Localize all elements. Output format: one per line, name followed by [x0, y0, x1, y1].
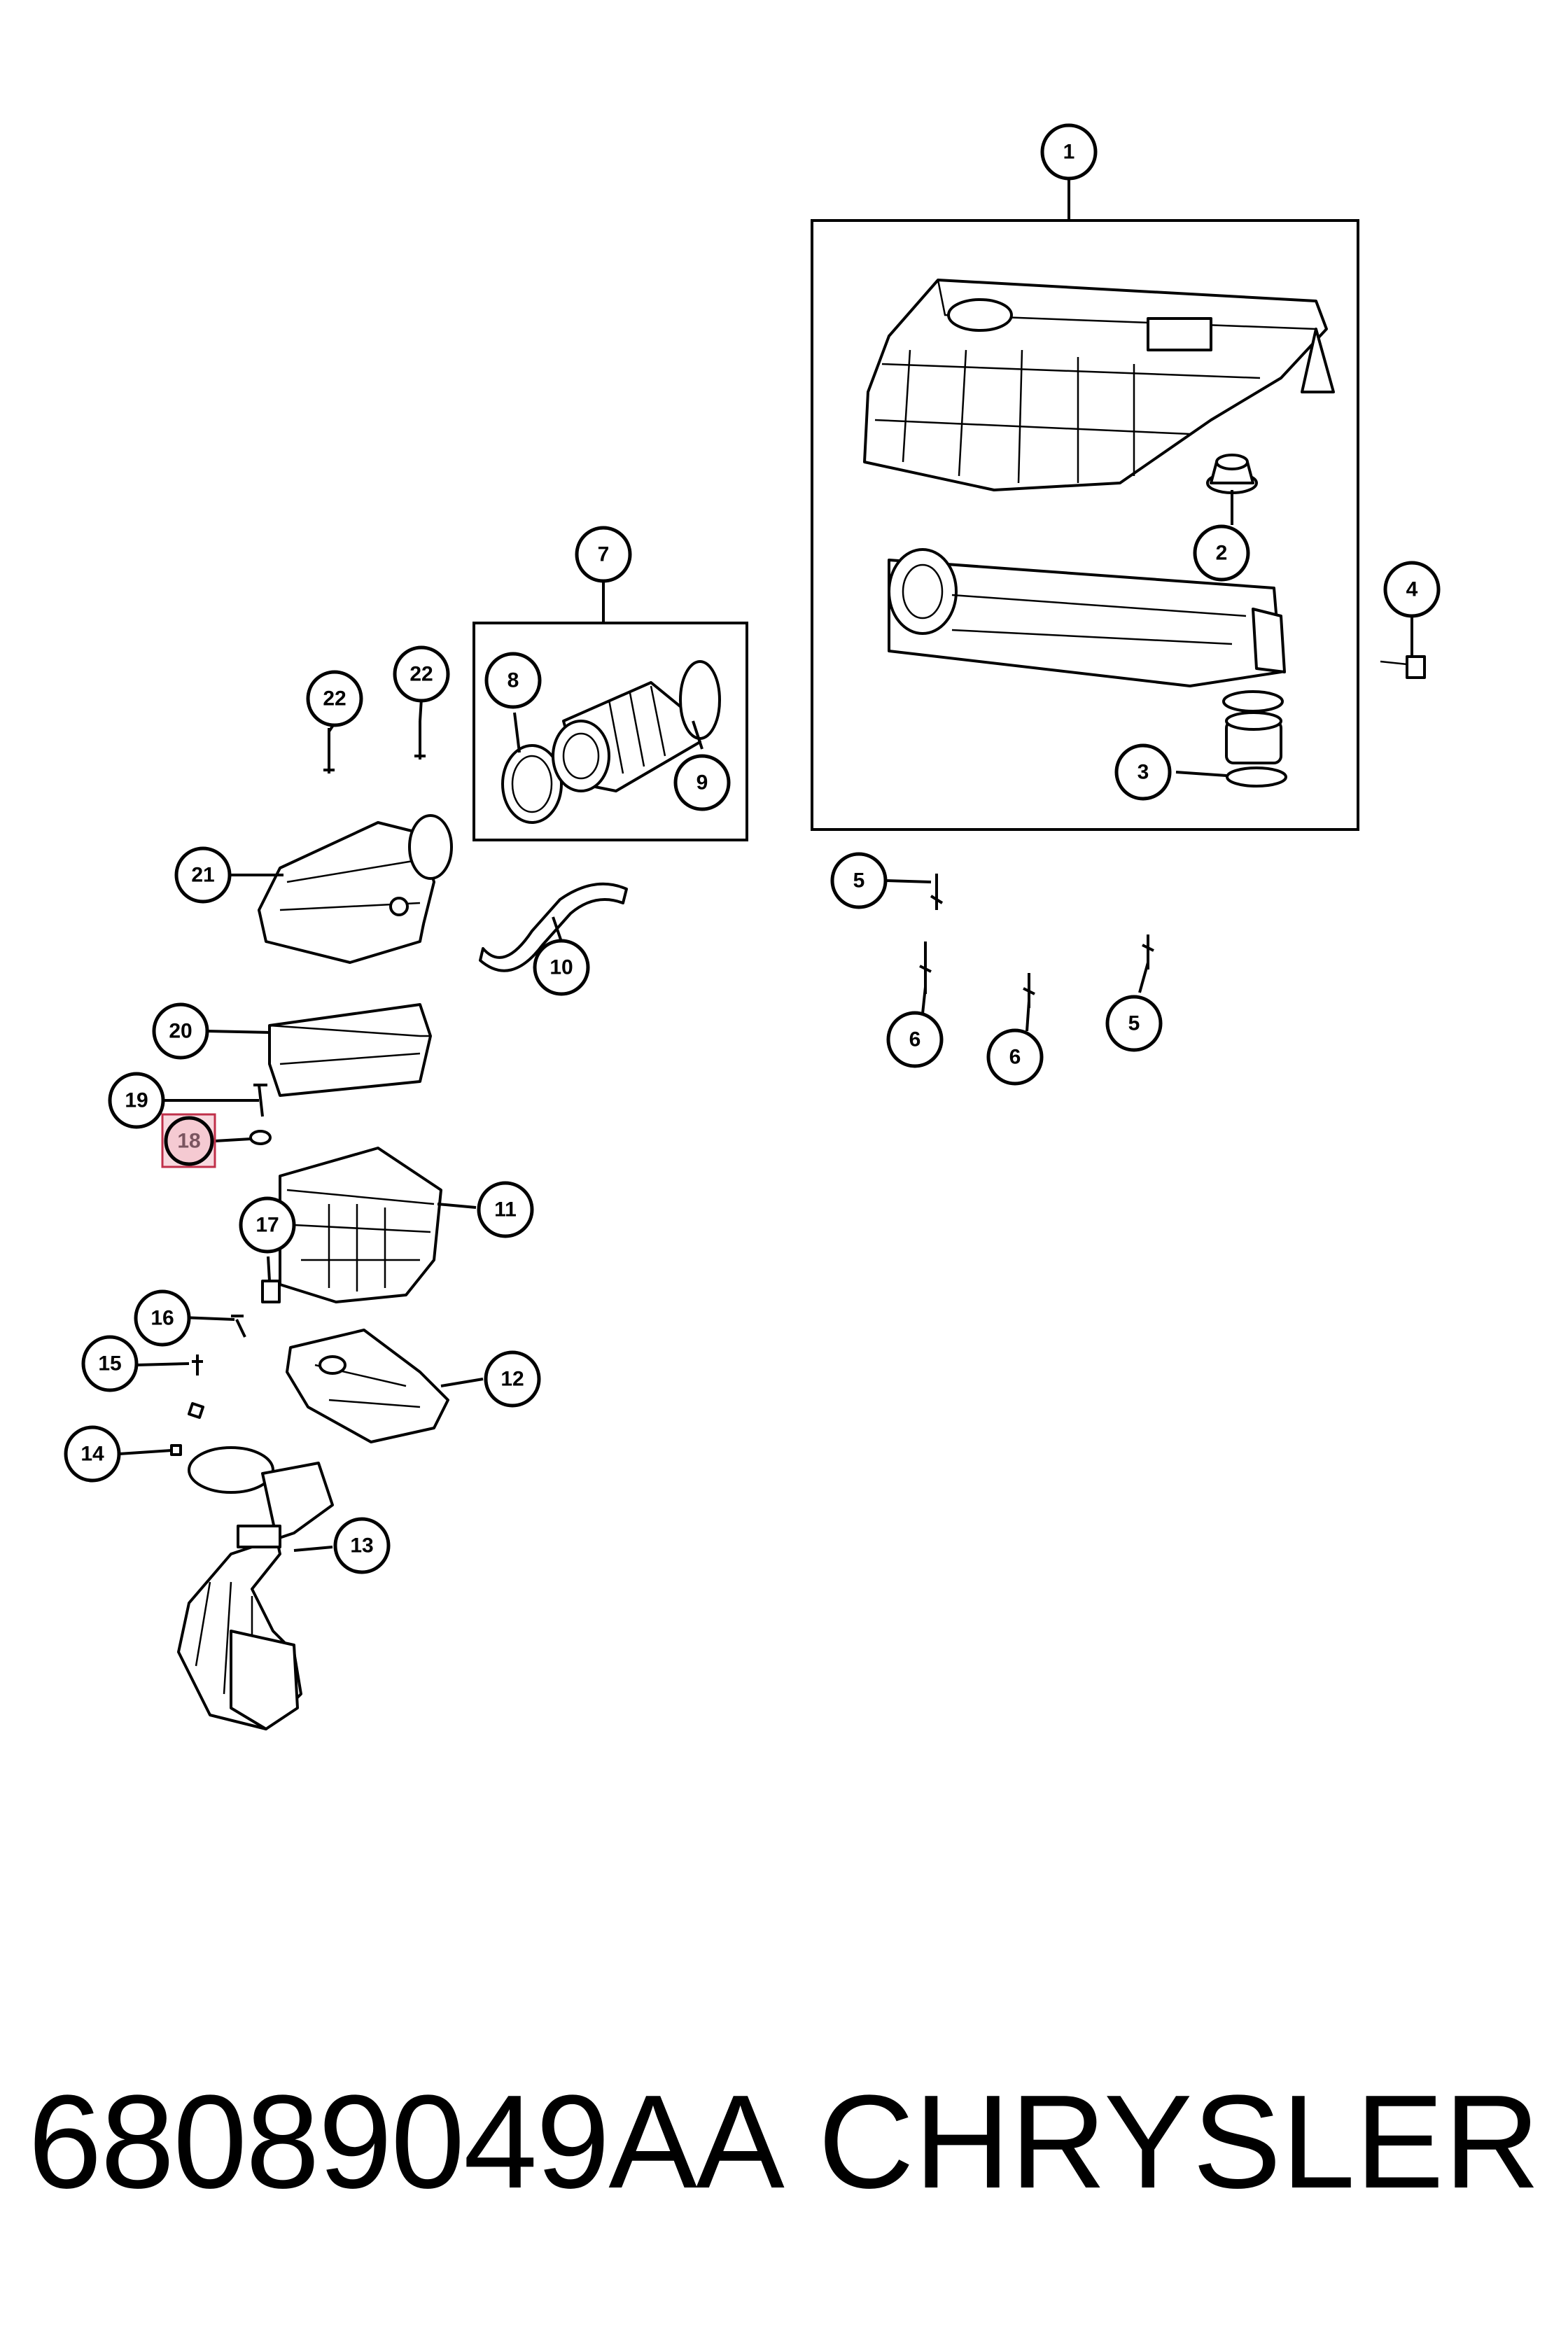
- callout-20-label: 20: [169, 1020, 192, 1043]
- fastener-parts: [919, 874, 1154, 1008]
- callout-8-label: 8: [507, 669, 519, 692]
- callout-22b-label: 22: [410, 663, 433, 686]
- housing-bolt-part: [253, 1084, 267, 1117]
- brand-name: CHRYSLER: [818, 2068, 1540, 2216]
- callout-15[interactable]: 15: [81, 1335, 139, 1392]
- callout-10[interactable]: 10: [533, 939, 590, 996]
- air-hose-part: [501, 660, 721, 824]
- bracket-bolts-part: [170, 1315, 246, 1456]
- part-number: 68089049AA: [28, 2068, 785, 2216]
- callout-5b[interactable]: 5: [1105, 995, 1163, 1052]
- callout-17-label: 17: [255, 1214, 279, 1237]
- breather-hose-part: [479, 882, 628, 972]
- callout-22a[interactable]: 22: [306, 670, 363, 727]
- callout-6b[interactable]: 6: [986, 1028, 1044, 1086]
- callout-21[interactable]: 21: [174, 846, 232, 904]
- callout-17[interactable]: 17: [239, 1196, 296, 1254]
- callout-22b[interactable]: 22: [393, 645, 450, 703]
- callout-2[interactable]: 2: [1193, 524, 1250, 582]
- callout-6a[interactable]: 6: [886, 1011, 944, 1068]
- callout-5a[interactable]: 5: [830, 852, 888, 909]
- callout-18-highlighted[interactable]: 18: [161, 1113, 216, 1168]
- sensor-part: [1380, 655, 1426, 679]
- callout-2-label: 2: [1216, 542, 1228, 565]
- callout-15-label: 15: [98, 1352, 121, 1376]
- housing-clip-part: [261, 1280, 281, 1303]
- air-cleaner-lid-part: [258, 814, 453, 964]
- lid-bolts-part: [323, 721, 426, 774]
- callout-19-label: 19: [125, 1089, 148, 1112]
- callout-10-label: 10: [550, 956, 573, 979]
- callout-3[interactable]: 3: [1114, 743, 1172, 801]
- air-filter-part: [268, 1003, 432, 1097]
- grommet-part: [1206, 454, 1258, 494]
- callout-11-label: 11: [494, 1198, 517, 1222]
- callout-22a-label: 22: [323, 687, 346, 710]
- callout-14[interactable]: 14: [64, 1425, 121, 1483]
- air-duct-tray-part: [888, 548, 1286, 687]
- callout-8[interactable]: 8: [484, 652, 542, 709]
- callout-7[interactable]: 7: [575, 526, 632, 583]
- callout-6a-label: 6: [909, 1028, 921, 1051]
- callout-9[interactable]: 9: [673, 754, 731, 811]
- callout-21-label: 21: [191, 864, 214, 887]
- callout-1[interactable]: 1: [1040, 123, 1098, 181]
- callout-4-label: 4: [1406, 578, 1418, 601]
- air-hose-group-box: [472, 622, 748, 841]
- callout-13-label: 13: [350, 1534, 373, 1558]
- callout-12-label: 12: [500, 1368, 524, 1391]
- callout-5a-label: 5: [853, 869, 865, 892]
- callout-20[interactable]: 20: [152, 1002, 209, 1060]
- footer: 68089049AA CHRYSLER: [28, 2072, 1540, 2212]
- callout-11[interactable]: 11: [477, 1181, 534, 1238]
- callout-18-label: 18: [177, 1130, 200, 1153]
- callout-16[interactable]: 16: [134, 1289, 191, 1347]
- leader-lines: [118, 178, 1413, 1552]
- callout-16-label: 16: [150, 1307, 174, 1330]
- callout-7-label: 7: [598, 543, 610, 566]
- callout-3-label: 3: [1138, 761, 1149, 784]
- callout-19[interactable]: 19: [108, 1072, 165, 1129]
- callout-5b-label: 5: [1128, 1012, 1140, 1035]
- air-inlet-duct-part: [177, 1446, 334, 1730]
- air-cleaner-housing-part: [279, 1147, 442, 1303]
- callout-6b-label: 6: [1009, 1046, 1021, 1069]
- duct-clamp-part: [1222, 690, 1287, 788]
- engine-cover-part: [863, 279, 1335, 491]
- callout-14-label: 14: [80, 1443, 104, 1466]
- engine-cover-group-box: [811, 219, 1359, 831]
- callout-9-label: 9: [696, 771, 708, 794]
- callout-13[interactable]: 13: [333, 1517, 391, 1574]
- grommet-nut-part: [249, 1130, 272, 1145]
- housing-bracket-part: [286, 1329, 449, 1443]
- callout-1-label: 1: [1063, 141, 1075, 164]
- callout-12[interactable]: 12: [484, 1350, 541, 1408]
- callout-4[interactable]: 4: [1383, 561, 1441, 618]
